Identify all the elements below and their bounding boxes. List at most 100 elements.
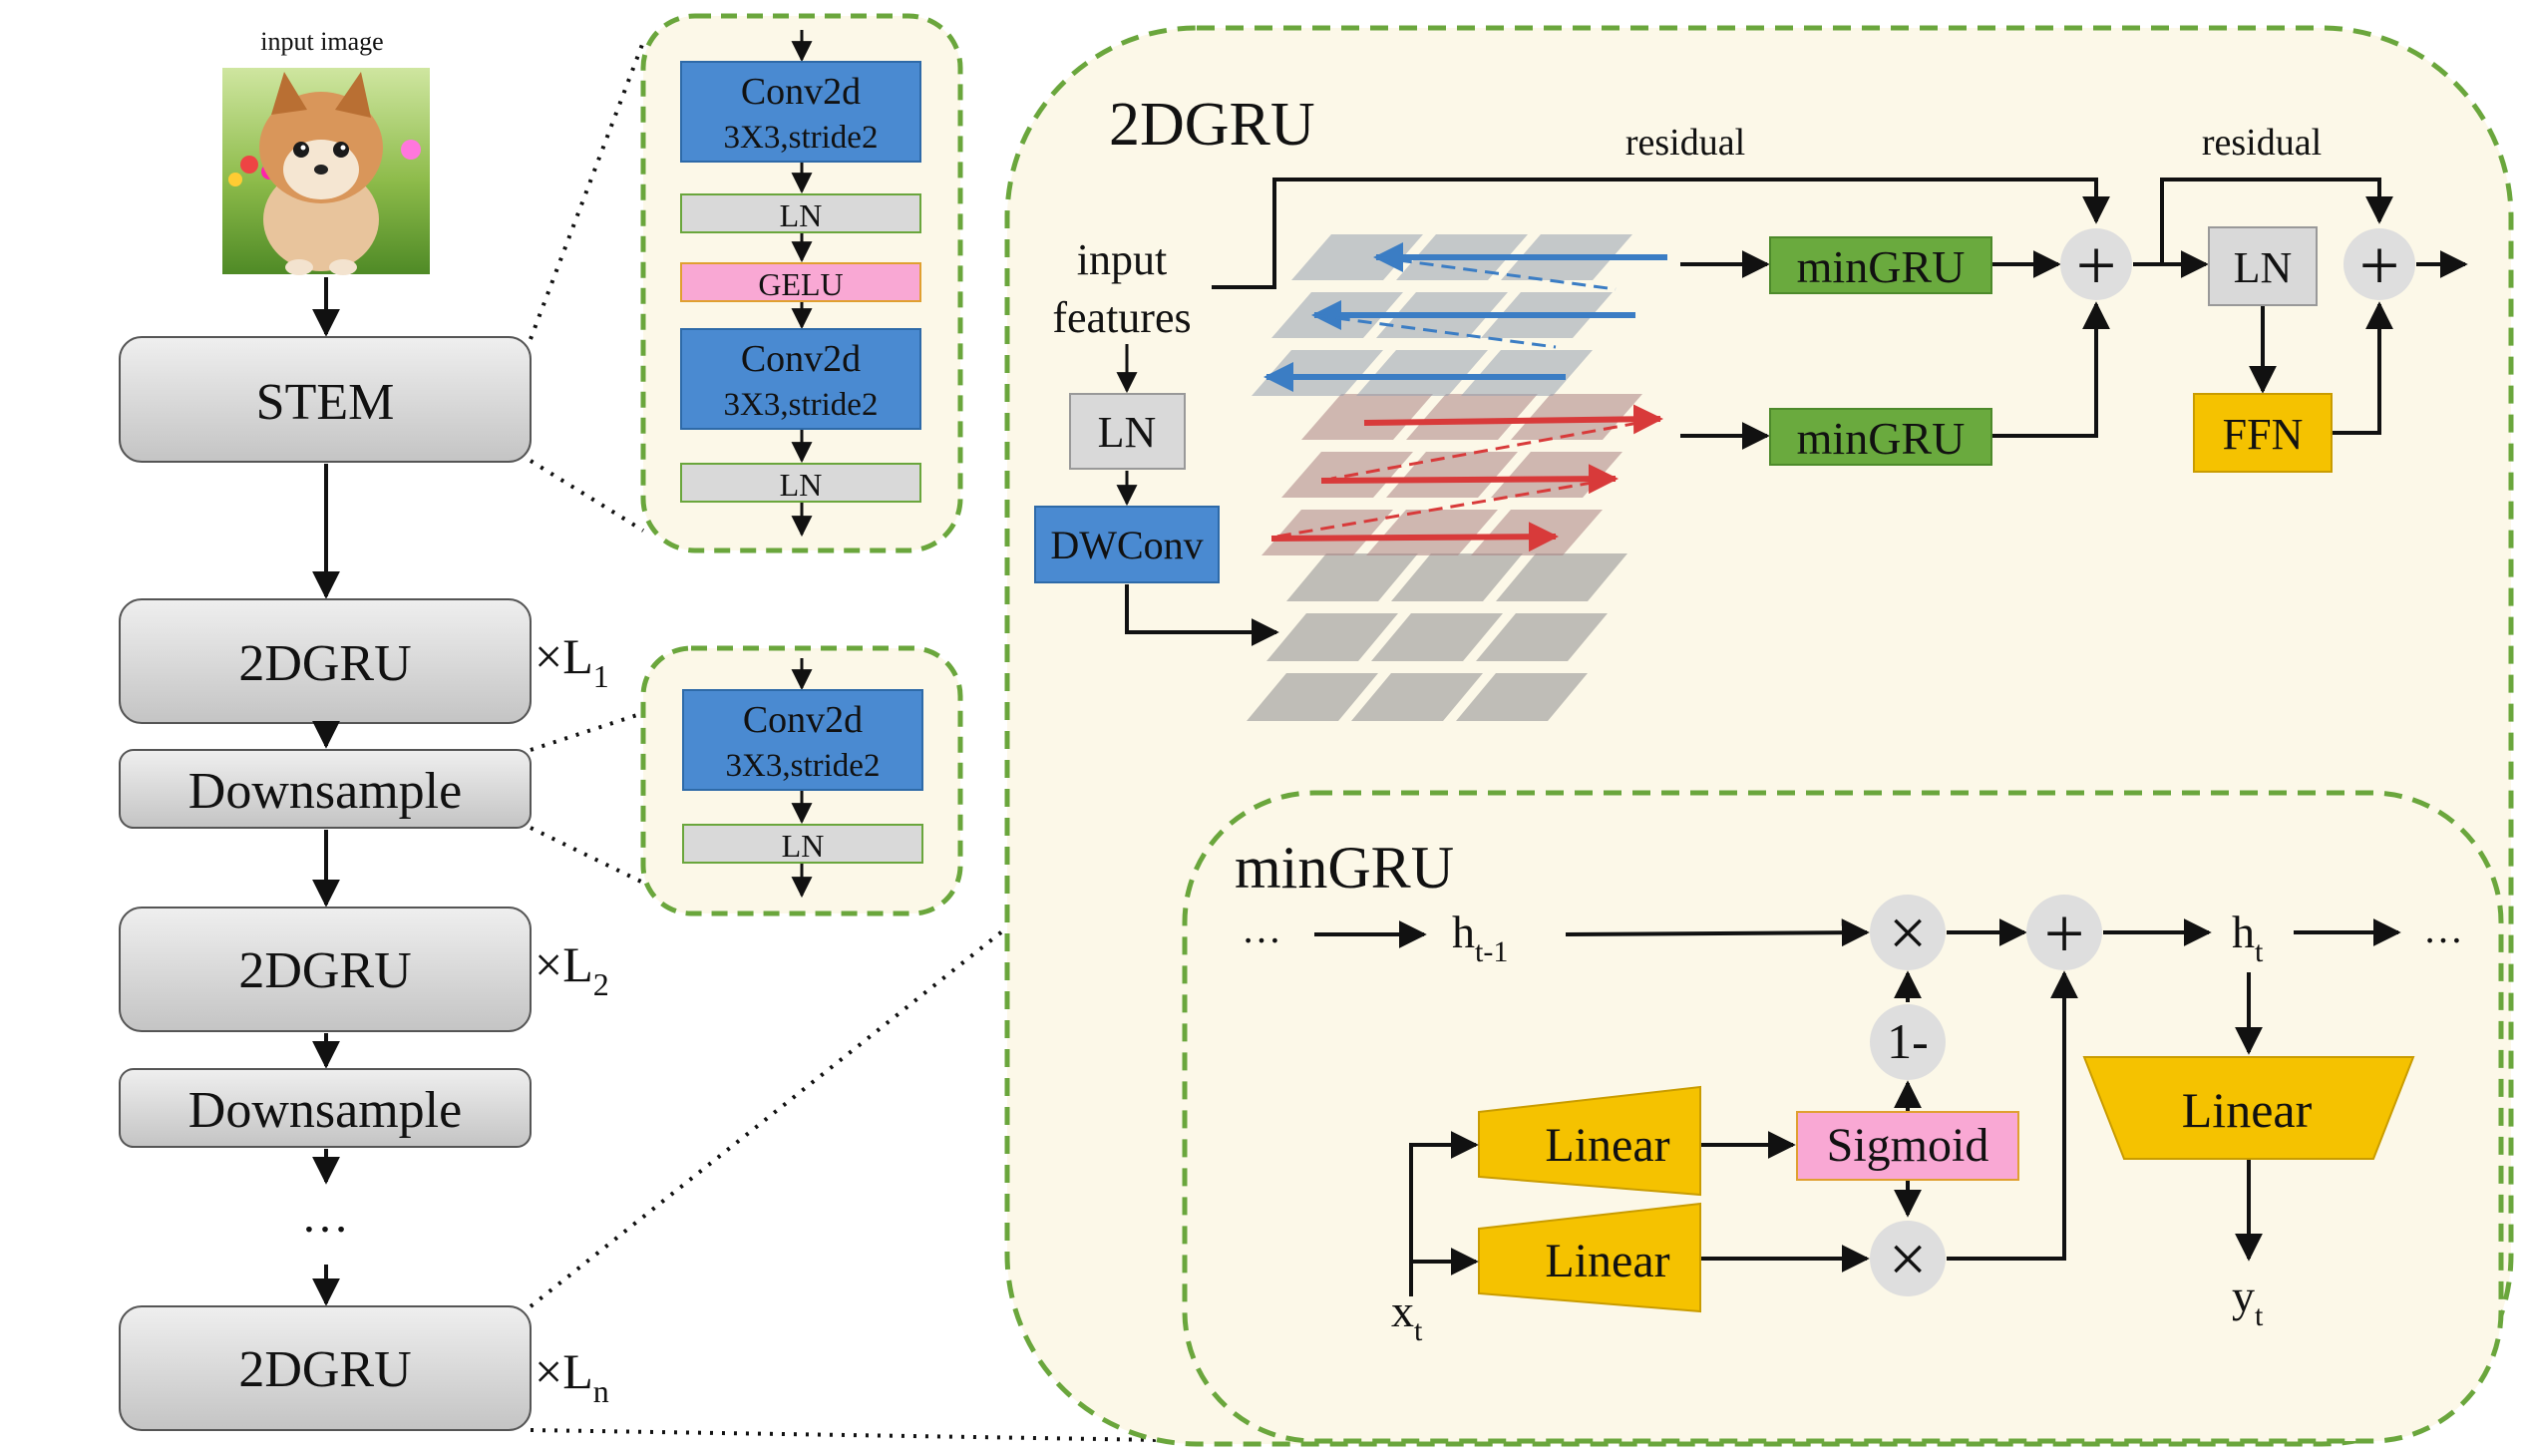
red-scan-link [1275,477,1617,539]
mingru-bottom-label: minGRU [1797,413,1966,464]
stem-box [119,336,532,463]
ds-ln-label: LN [782,828,825,864]
gru2d-ln-label: LN [1098,408,1157,457]
mingru-top-box [1769,236,1992,294]
downsample-2-label: Downsample [188,1082,462,1139]
gru2d-ln2-box [2208,226,2318,306]
gru-block-1-label: 2DGRU [238,635,411,692]
gru-block-2-label: 2DGRU [238,942,411,999]
repeat-l2: ×L2 [535,936,609,1002]
x-t-label: xt [1391,1285,1423,1347]
ds-conv-box [682,689,923,791]
grid-tile [1461,350,1593,396]
grid-tile [1351,673,1483,721]
add-circle-1 [2060,228,2132,300]
residual-label-2: residual [2202,122,2322,164]
stem-ln2-label: LN [780,467,823,503]
stem-conv1-line1: Conv2d [741,71,861,113]
add-circle-mingru [2026,895,2102,970]
times-icon-top: × [1889,895,1927,970]
linear-box-2 [1478,1202,1701,1313]
dots-left: … [1242,907,1281,951]
dwconv-box [1034,506,1220,583]
grid-tile [1286,553,1418,601]
stem-conv2-box [680,328,921,430]
grid-tile [1371,613,1503,661]
ffn-box [2193,393,2333,473]
gru-block-n-label: 2DGRU [238,1341,411,1398]
linear-out-label: Linear [2182,1082,2313,1138]
mingru-bottom-box [1769,408,1992,466]
gru2d-ln2-label: LN [2234,243,2293,292]
stem-conv1-line2: 3X3,stride2 [724,120,879,156]
y-t-label: yt [2232,1271,2264,1332]
gru2d-title: 2DGRU [1109,91,1315,159]
one-minus-circle [1870,1004,1946,1080]
grid-tile [1247,673,1378,721]
red-scan-arrow [1363,404,1663,435]
ds-conv-line1: Conv2d [743,699,863,741]
mult-circle-bottom [1870,1221,1946,1296]
downsample-1-label: Downsample [188,763,462,820]
mingru-title: minGRU [1235,835,1454,901]
linear-out-box [2082,1056,2415,1160]
ds-conv-line2: 3X3,stride2 [726,748,881,784]
stem-detail-panel: Conv2d 3X3,stride2 LN GELU Conv2d 3X3,st… [640,13,963,553]
downsample-detail-panel: Conv2d 3X3,stride2 LN [640,645,963,916]
linear-label-1: Linear [1545,1119,1669,1172]
gru-block-n [119,1305,532,1431]
stem-ln1-box [680,193,921,233]
red-scan-arrow [1270,522,1559,552]
downsample-block-2 [119,1068,532,1148]
stem-conv2-line1: Conv2d [741,338,861,380]
h-prev-label: ht-1 [1452,907,1508,968]
plus-icon-2: + [2359,225,2400,305]
gru-block-2 [119,907,532,1032]
stem-label: STEM [256,374,395,431]
times-icon-bottom: × [1889,1221,1927,1296]
residual-label-1: residual [1625,122,1745,164]
scan-grid-icon [1247,234,1667,721]
downsample-block-1 [119,749,532,829]
input-features-line2: features [1052,293,1191,342]
dots-right: … [2423,907,2463,951]
linear-label-2: Linear [1545,1235,1669,1287]
repeat-ln: ×Ln [535,1343,609,1409]
mingru-top-label: minGRU [1797,241,1966,292]
repeat-l1: ×L1 [535,628,609,694]
stem-ln2-box [680,463,921,503]
pipeline: input image STEM 2DGRU [119,27,609,1431]
stem-conv2-line2: 3X3,stride2 [724,387,879,423]
grid-tile [1366,510,1498,555]
sigmoid-box [1796,1111,2019,1181]
dog-photo-icon [222,68,430,275]
plus-icon-mingru: + [2044,894,2085,973]
grid-tile [1356,350,1488,396]
stem-gelu-box [680,262,921,302]
red-scan-arrow [1320,464,1619,495]
stem-gelu-label: GELU [758,266,843,302]
stem-ln1-label: LN [780,197,823,233]
plus-icon-1: + [2076,225,2117,305]
gru2d-ln-box [1069,393,1186,470]
input-features-line1: input [1077,235,1167,284]
input-image-label: input image [260,27,383,56]
mingru-detail-panel: minGRU … ht-1 × + ht … 1- Sigmoid × Line… [1182,790,2504,1444]
ffn-label: FFN [2223,410,2304,459]
blue-scan-link [1375,255,1617,291]
grid-tile [1266,613,1398,661]
dwconv-label: DWConv [1050,523,1203,567]
grid-tile [1496,553,1627,601]
stem-conv1-box [680,61,921,163]
grid-tile [1301,394,1433,440]
grid-tile [1406,394,1538,440]
one-minus-label: 1- [1887,1013,1929,1069]
sigmoid-label: Sigmoid [1827,1119,1989,1172]
grid-tile [1476,613,1608,661]
h-t-label: ht [2232,907,2264,968]
blue-scan-link [1313,313,1557,349]
red-scan-link [1330,417,1661,481]
mult-circle-top [1870,895,1946,970]
grid-tile [1262,510,1393,555]
